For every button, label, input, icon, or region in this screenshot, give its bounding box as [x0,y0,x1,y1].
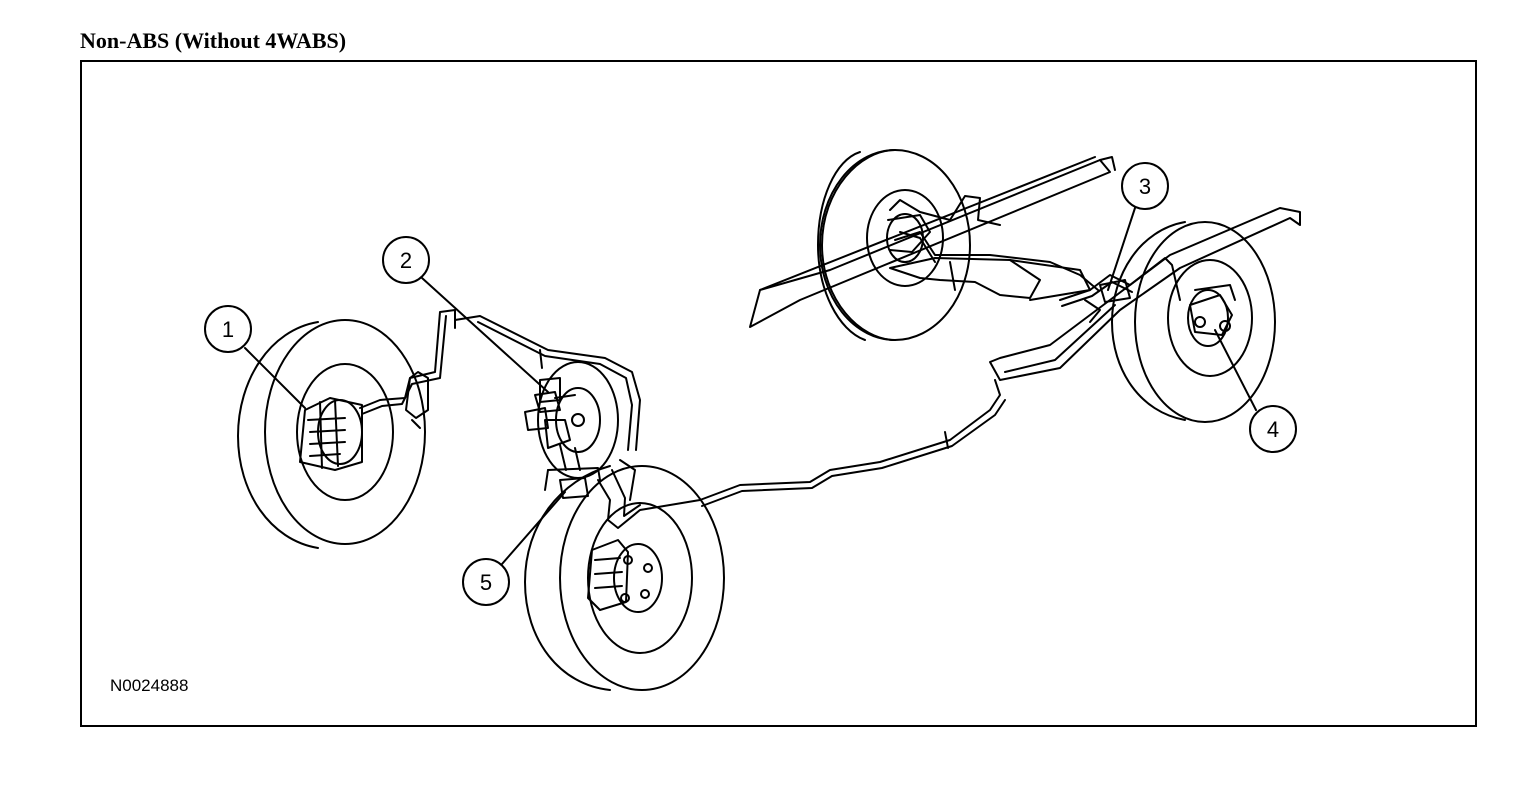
callout-2-number: 2 [400,248,412,273]
callout-3-number: 3 [1139,174,1151,199]
combination-valve [547,467,601,499]
master-cylinder-booster [524,361,619,479]
callout-1: 1 [204,305,306,409]
rear-frame-rails [749,156,1301,381]
callout-5-number: 5 [480,570,492,595]
callout-2: 2 [382,236,549,393]
callout-5: 5 [462,491,566,606]
front-right-wheel [524,465,725,691]
diagram-frame [80,60,1477,727]
front-left-wheel [237,319,426,549]
callout-4: 4 [1214,329,1297,453]
rear-right-wheel [1111,221,1276,423]
page-title: Non-ABS (Without 4WABS) [80,28,347,53]
callout-4-number: 4 [1267,417,1279,442]
figure-id: N0024888 [110,676,189,695]
callout-3: 3 [1107,162,1169,291]
callout-1-number: 1 [222,317,234,342]
brake-lines [359,195,1181,529]
